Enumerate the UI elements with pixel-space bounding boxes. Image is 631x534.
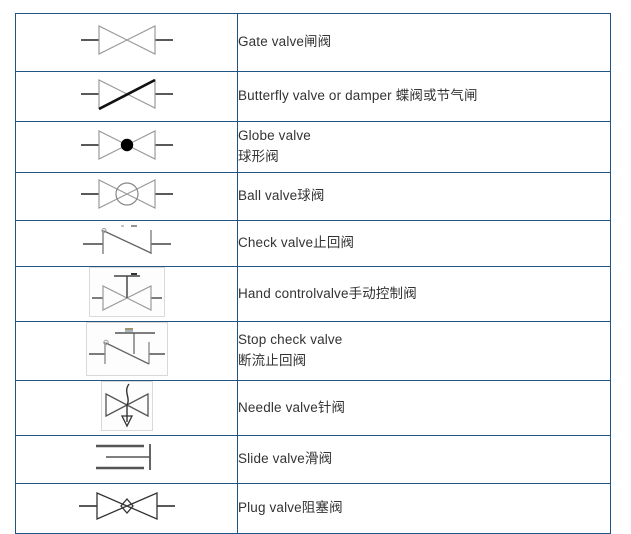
row-label-line: Butterfly valve or damper 蝶阀或节气闸 [238,88,478,104]
symbol-cell-ball-valve [15,172,238,221]
label-cell-butterfly-valve: Butterfly valve or damper 蝶阀或节气闸 [237,71,611,122]
table-row: Stop check valve 断流止回阀 [15,321,611,381]
label-cell-gate-valve: Gate valve闸阀 [237,13,611,72]
butterfly-valve-symbol [77,74,177,114]
symbol-cell-gate-valve [15,13,238,72]
row-label-line: 球形阀 [238,149,279,164]
ball-valve-symbol [77,174,177,214]
hand-control-valve-symbol [88,267,165,317]
slide-valve-symbol [92,440,162,474]
plug-valve-symbol [75,486,179,526]
row-label-line: Ball valve球阀 [238,188,325,204]
symbol-cell-hand-control-valve [15,266,238,322]
label-cell-globe-valve: Globe valve 球形阀 [237,121,611,173]
row-label-line: Plug valve阻塞阀 [238,500,343,516]
label-cell-stop-check-valve: Stop check valve 断流止回阀 [237,321,611,381]
symbol-cell-plug-valve [15,483,238,534]
label-cell-ball-valve: Ball valve球阀 [237,172,611,221]
symbol-cell-slide-valve [15,435,238,484]
table-row: Globe valve 球形阀 [15,121,611,173]
symbol-cell-needle-valve [15,380,238,436]
label-cell-slide-valve: Slide valve滑阀 [237,435,611,484]
table-row: Plug valve阻塞阀 [15,483,611,534]
gate-valve-symbol [77,20,177,60]
label-cell-check-valve: Check valve止回阀 [237,220,611,267]
table-row: Check valve止回阀 [15,220,611,267]
table-row: Hand controlvalve手动控制阀 [15,266,611,322]
globe-valve-symbol [77,125,177,165]
symbol-cell-check-valve [15,220,238,267]
table-row: Slide valve滑阀 [15,435,611,484]
label-cell-plug-valve: Plug valve阻塞阀 [237,483,611,534]
row-label-line: Slide valve滑阀 [238,451,333,467]
row-label-line: Stop check valve [238,332,343,348]
symbol-cell-stop-check-valve [15,321,238,381]
valve-symbol-table: Gate valve闸阀 Butterfly valve or damper 蝶… [15,13,611,534]
check-valve-symbol [77,221,177,261]
symbol-cell-globe-valve [15,121,238,173]
stop-check-valve-symbol [85,322,168,376]
label-cell-hand-control-valve: Hand controlvalve手动控制阀 [237,266,611,322]
row-label-line: Gate valve闸阀 [238,34,332,50]
row-label-line: 断流止回阀 [238,353,307,368]
needle-valve-symbol [100,381,153,431]
table-row: Butterfly valve or damper 蝶阀或节气闸 [15,71,611,122]
row-label-line: Needle valve针阀 [238,399,346,415]
table-row: Needle valve针阀 [15,380,611,436]
table-row: Ball valve球阀 [15,172,611,221]
row-label-line: Globe valve [238,128,311,144]
table-row: Gate valve闸阀 [15,13,611,72]
label-cell-needle-valve: Needle valve针阀 [237,380,611,436]
row-label-line: Check valve止回阀 [238,235,355,251]
row-label-line: Hand controlvalve手动控制阀 [238,285,417,301]
symbol-cell-butterfly-valve [15,71,238,122]
